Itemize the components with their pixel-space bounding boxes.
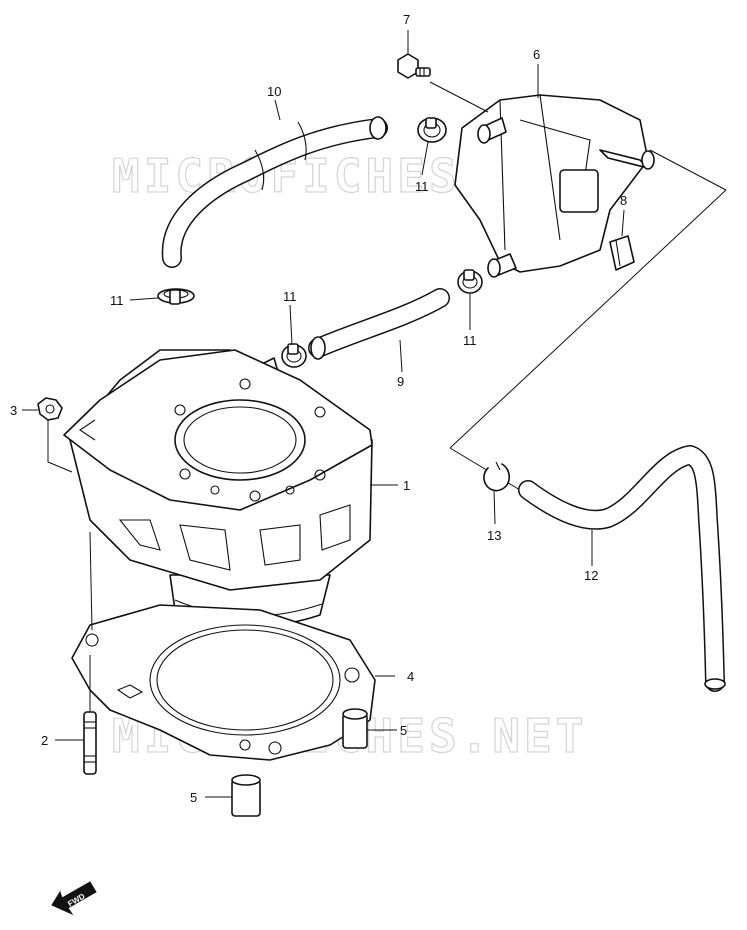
callout-11b: 11 xyxy=(415,179,429,194)
callout-5b: 5 xyxy=(190,790,197,805)
callout-3: 3 xyxy=(10,403,17,418)
bolt-7 xyxy=(397,53,431,79)
callout-11a: 11 xyxy=(110,293,124,308)
clip-11a xyxy=(157,288,195,305)
callout-10: 10 xyxy=(267,84,281,99)
dowel-5b xyxy=(231,774,261,817)
callout-12: 12 xyxy=(584,568,598,583)
hose-10 xyxy=(161,116,388,268)
callout-4: 4 xyxy=(407,669,414,684)
cylinder-1 xyxy=(63,349,373,628)
clip-11b xyxy=(417,117,447,143)
callout-9: 9 xyxy=(397,374,404,389)
callout-8: 8 xyxy=(620,193,627,208)
hose-9 xyxy=(308,288,450,360)
air-valve-6 xyxy=(454,94,655,278)
callout-6: 6 xyxy=(533,47,540,62)
callout-5a: 5 xyxy=(400,723,407,738)
fwd-arrow-icon: FWD xyxy=(51,881,97,916)
clip-13 xyxy=(483,461,511,492)
clip-11c xyxy=(457,269,483,294)
dowel-5a xyxy=(342,708,368,749)
nut-3 xyxy=(37,397,63,421)
callout-1: 1 xyxy=(403,478,410,493)
leader-lines xyxy=(22,30,625,798)
callout-11d: 11 xyxy=(463,333,477,348)
callout-2: 2 xyxy=(41,733,48,748)
callouts: 1 2 3 4 5 5 6 7 8 9 10 11 11 11 11 12 13 xyxy=(10,12,627,805)
callout-13: 13 xyxy=(487,528,501,543)
callout-7: 7 xyxy=(403,12,410,27)
callout-11c: 11 xyxy=(283,289,297,304)
stud-2 xyxy=(83,711,97,775)
hose-12 xyxy=(518,445,726,692)
filter-8 xyxy=(609,235,635,271)
